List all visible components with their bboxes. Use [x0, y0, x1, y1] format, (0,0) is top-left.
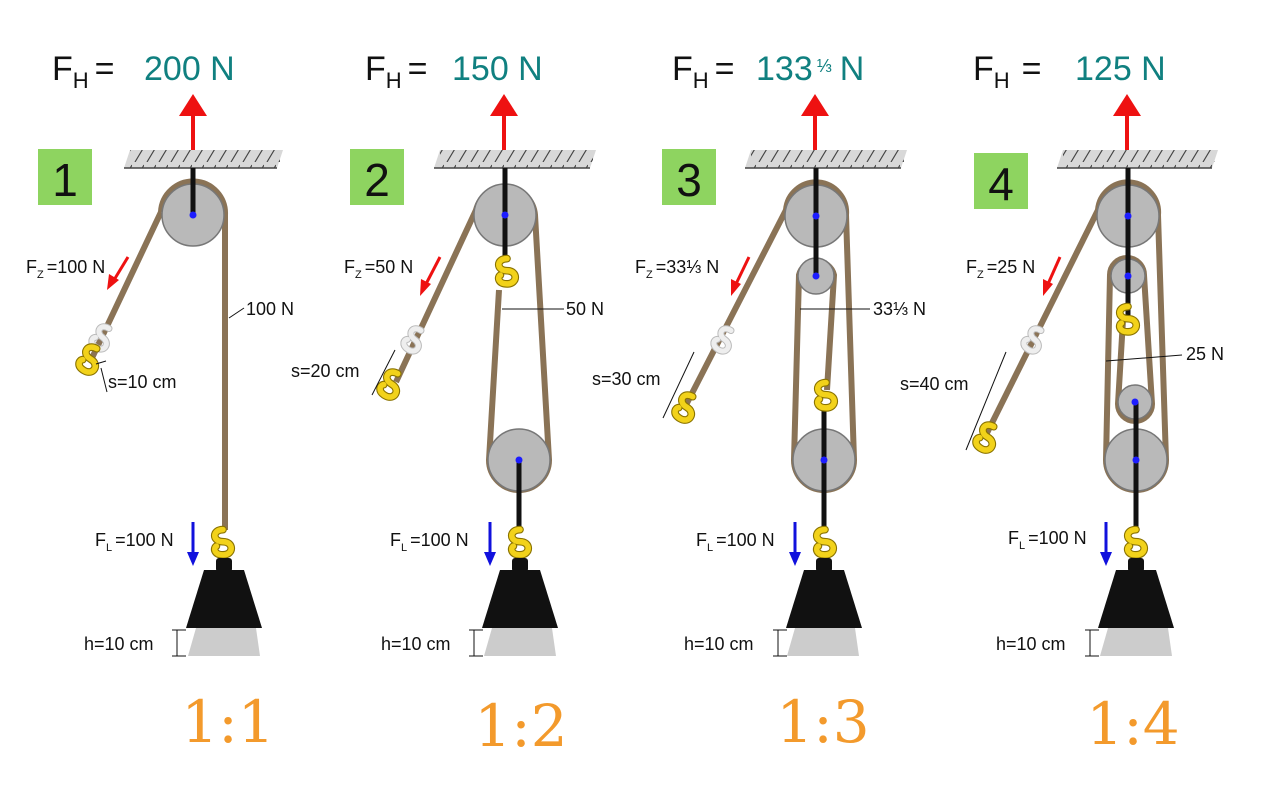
anchor-hook: [499, 259, 516, 284]
ghost-weight: [484, 628, 556, 656]
s-measure: [965, 351, 1007, 451]
pull-hook: [673, 393, 700, 423]
weight: [1098, 558, 1174, 628]
pulley-axle: [189, 211, 197, 219]
ratio-label: 1:1: [181, 688, 274, 756]
load-hook: [817, 530, 834, 555]
fz-label: FZ=33⅓ N: [635, 257, 719, 281]
rope-force-pointer: [228, 307, 245, 319]
fh-label: FH=: [672, 50, 735, 93]
weight: [186, 558, 262, 628]
panel-4: FH= 125 N 4 s=40 cm: [900, 50, 1224, 758]
load-force-arrow: [187, 522, 199, 566]
rope-pull: [983, 208, 1101, 437]
panel-number-box: [974, 153, 1028, 209]
ceiling: [434, 150, 596, 169]
ghost-hook: [1022, 326, 1048, 353]
ghost-weight: [787, 628, 859, 656]
load-hook: [1128, 530, 1145, 555]
ghost-weight: [1100, 628, 1172, 656]
ghost-hook: [402, 326, 428, 353]
s-label: s=20 cm: [291, 361, 360, 381]
holding-force-arrow: [1113, 94, 1141, 150]
rope-force-label: 100 N: [246, 299, 294, 319]
weight: [482, 558, 558, 628]
pulley-axle: [501, 211, 509, 219]
pull-hook: [974, 423, 1001, 453]
fl-label: FL=100 N: [1008, 528, 1087, 552]
fh-label: FH=: [365, 50, 428, 93]
fh-value: 200 N: [144, 50, 235, 88]
fl-label: FL=100 N: [95, 530, 174, 554]
s-label: s=40 cm: [900, 374, 969, 394]
holding-force-arrow: [179, 94, 207, 150]
panel-number-box: [38, 149, 92, 205]
rope-force-label: 50 N: [566, 299, 604, 319]
pull-hook: [77, 345, 104, 375]
fh-value: 150 N: [452, 50, 543, 88]
s-measure: [100, 367, 108, 393]
rope-pull: [393, 208, 479, 384]
fz-label: FZ=50 N: [344, 257, 413, 281]
s-measure: [662, 351, 695, 419]
h-label: h=10 cm: [996, 634, 1066, 654]
fl-label: FL=100 N: [696, 530, 775, 554]
panel-number: 2: [364, 154, 390, 206]
ceiling: [1057, 150, 1218, 169]
rope-pull: [89, 210, 164, 360]
panel-number-box: [350, 149, 404, 205]
rope-pull: [683, 208, 789, 407]
pull-force-arrow: [1043, 256, 1062, 296]
load-force-arrow: [1100, 522, 1112, 566]
fh-value: 125 N: [1075, 50, 1166, 88]
load-force-arrow: [484, 522, 496, 566]
ratio-label: 1:2: [474, 692, 567, 760]
rope-force-label: 33⅓ N: [873, 299, 926, 319]
ceiling: [745, 150, 907, 169]
fl-label: FL=100 N: [390, 530, 469, 554]
rope-hook: [818, 383, 835, 408]
rope-force-label: 25 N: [1186, 344, 1224, 364]
rope: [158, 178, 229, 530]
panel-number: 4: [988, 158, 1014, 210]
panel-1: FH= 200 N 1 s=10 cm: [26, 50, 294, 756]
load-force-arrow: [789, 522, 801, 566]
ghost-weight: [188, 628, 260, 656]
h-label: h=10 cm: [684, 634, 754, 654]
weight: [786, 558, 862, 628]
panel-number: 1: [52, 154, 78, 206]
fz-label: FZ=100 N: [26, 257, 105, 281]
s-label: s=10 cm: [108, 372, 177, 392]
panel-2: FH= 150 N 2 s=20 cm: [291, 50, 604, 760]
load-hook: [215, 530, 232, 555]
pull-force-arrow: [420, 256, 442, 296]
pull-force-arrow: [107, 256, 130, 290]
ratio-label: 1:3: [776, 688, 869, 756]
panel-number-box: [662, 149, 716, 205]
s-measure: [371, 349, 396, 396]
load-hook: [512, 530, 529, 555]
ratio-label: 1:4: [1086, 690, 1179, 758]
pull-hook: [378, 370, 405, 400]
fh-label: FH=: [973, 50, 1042, 93]
ghost-hook: [712, 326, 738, 353]
s-label: s=30 cm: [592, 369, 661, 389]
pull-force-arrow: [731, 256, 751, 296]
anchor-hook: [1120, 307, 1137, 332]
holding-force-arrow: [490, 94, 518, 150]
fz-label: FZ=25 N: [966, 257, 1035, 281]
h-label: h=10 cm: [84, 634, 154, 654]
holding-force-arrow: [801, 94, 829, 150]
rope-force-pointer: [1105, 354, 1183, 362]
panel-number: 3: [676, 154, 702, 206]
fh-label: FH=: [52, 50, 115, 93]
h-label: h=10 cm: [381, 634, 451, 654]
ceiling: [124, 150, 283, 169]
